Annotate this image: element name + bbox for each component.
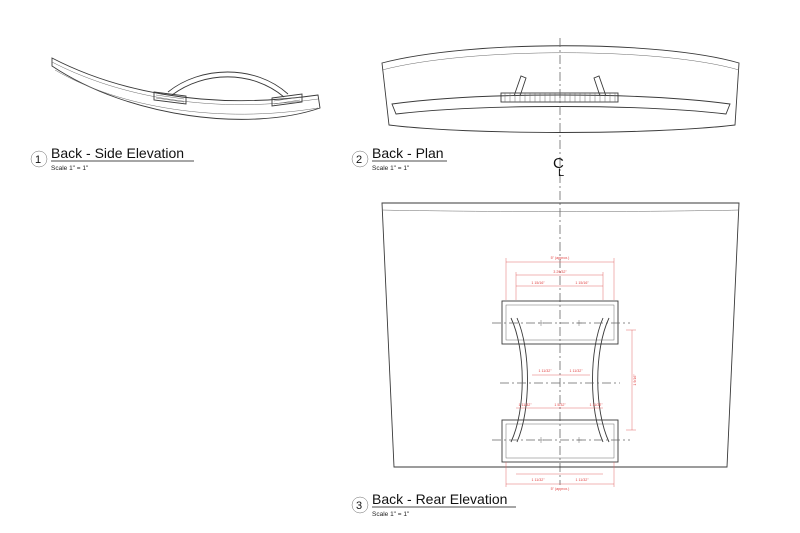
- plan-mount-hatch: [504, 93, 616, 102]
- dim-low-left: 1 11/32": [519, 403, 533, 407]
- rear-elevation-view: 5" (approx.) 3 29/32" 1 15/16" 1 15/16" …: [381, 202, 740, 491]
- side-mount-right: [271, 93, 303, 107]
- view-1-number-circle: [30, 150, 48, 168]
- dim-low-right: 1 11/32": [590, 403, 604, 407]
- view-1-scale: Scale 1" = 1": [51, 165, 89, 172]
- side-handle-outer: [167, 71, 289, 95]
- view-3-title: Back - Rear Elevation: [372, 491, 507, 507]
- rear-upper-plate-inner: [505, 304, 615, 341]
- rear-handle-right-outer: [597, 317, 610, 443]
- view-3-number: 3: [356, 500, 362, 512]
- side-back-bottom: [54, 69, 319, 115]
- centerline-l: L: [558, 167, 564, 179]
- dim-left-offset: 1 15/16": [531, 281, 545, 285]
- centerline-c: C: [553, 155, 564, 172]
- view-1-number: 1: [35, 154, 41, 166]
- rear-upper-plate: [501, 300, 619, 345]
- centerline-symbol: C L: [553, 155, 564, 179]
- side-elevation-label: 1 Back - Side Elevation Scale 1" = 1": [30, 145, 194, 172]
- plan-back-front-face: [391, 94, 731, 115]
- plan-back-outline: [381, 45, 740, 133]
- side-elevation-view: [51, 57, 321, 120]
- view-2-title: Back - Plan: [372, 145, 444, 161]
- dim-inner-width: 3 29/32": [553, 270, 567, 274]
- dim-bottom-right: 1 11/32": [576, 478, 590, 482]
- rear-back-outline: [381, 202, 740, 468]
- rear-handle-left-outer: [510, 317, 523, 443]
- plan-label: 2 Back - Plan Scale 1" = 1": [351, 145, 447, 172]
- rear-elevation-label: 3 Back - Rear Elevation Scale 1" = 1": [351, 491, 516, 518]
- rear-handle-left-inner: [516, 317, 528, 443]
- rear-lower-plate-inner: [505, 423, 615, 459]
- rear-hole-marks: [538, 320, 582, 443]
- side-mount-left-hatch: [155, 94, 185, 103]
- rear-back-top-edge: [381, 209, 740, 212]
- dim-mid-right: 1 11/32": [570, 369, 584, 373]
- plan-handle-post-right: [593, 75, 607, 97]
- dim-bottom-overall: 5" (approx.): [551, 487, 570, 491]
- dim-vertical: 1 9/16": [633, 374, 637, 386]
- view-3-scale: Scale 1" = 1": [372, 511, 410, 518]
- side-handle-inner: [171, 76, 285, 98]
- view-2-scale: Scale 1" = 1": [372, 165, 410, 172]
- plan-view: [381, 45, 740, 133]
- rear-handle-right-inner: [592, 317, 604, 443]
- rear-lower-plate: [501, 419, 619, 463]
- view-2-number: 2: [356, 154, 362, 166]
- plan-back-top-edge: [381, 52, 740, 71]
- view-3-number-circle: [351, 496, 369, 514]
- plan-mount-plate: [500, 92, 619, 103]
- side-mount-right-hatch: [273, 96, 301, 105]
- dim-bottom-left: 1 11/32": [532, 478, 546, 482]
- dim-right-offset: 1 15/16": [575, 281, 589, 285]
- dim-mid-left: 1 11/32": [539, 369, 553, 373]
- view-1-title: Back - Side Elevation: [51, 145, 184, 161]
- plan-handle-post-left: [513, 75, 527, 97]
- side-back-edge: [51, 61, 319, 105]
- dim-low-center: 1 5/32": [554, 403, 566, 407]
- view-2-number-circle: [351, 150, 369, 168]
- dim-overall-width: 5" (approx.): [551, 256, 570, 260]
- side-back-body: [51, 57, 321, 120]
- side-mount-left: [153, 91, 187, 105]
- dimension-lines: [505, 258, 636, 487]
